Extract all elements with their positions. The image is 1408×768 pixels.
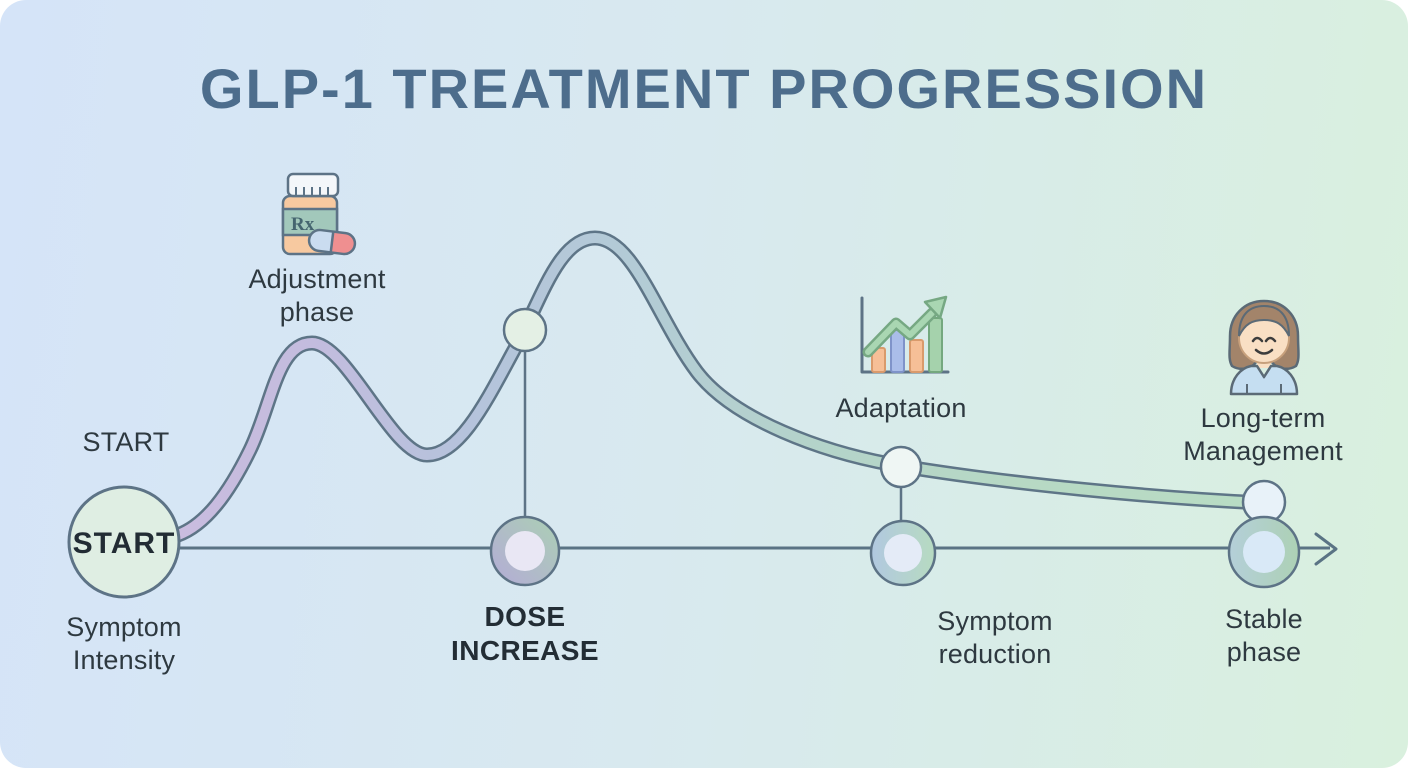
axis-label-symptom-intensity: Symptom Intensity [66,612,182,675]
label-long-term-management: Long-term Management [1183,403,1343,466]
start-circle-label: START [72,527,176,560]
label-dose-increase: DOSE INCREASE [451,601,599,667]
capsule-icon [307,228,357,256]
trend-arrow-icon [862,295,948,358]
page-title: GLP-1 TREATMENT PROGRESSION [199,57,1209,120]
symptom-curve-node [879,445,923,489]
left-eye [1251,336,1264,343]
label-adaptation: Adaptation [835,393,967,423]
dose-timeline-node-inner [505,531,545,571]
label-adjustment-phase: Adjustment phase [248,264,386,327]
patient-icon [1228,299,1300,396]
label-stable-phase: Stable phase [1225,604,1303,667]
dose-curve-node [502,307,548,353]
pill-bottle-icon: Rx [281,172,357,256]
symptom-timeline-node-inner [884,534,922,572]
cap-ridges [295,187,329,195]
start-node [67,485,181,599]
growth-chart-icon [860,295,950,374]
hair-front [1238,304,1290,337]
rx-label: Rx [291,214,315,235]
collar [1256,365,1272,379]
arrow-right-icon [1314,532,1338,566]
right-eye [1264,336,1277,343]
shirt [1229,364,1299,396]
smile [1254,348,1274,355]
label-symptom-reduction: Symptom reduction [937,606,1053,669]
start-top-label: START [82,427,170,457]
stable-timeline-node-inner [1243,531,1285,573]
